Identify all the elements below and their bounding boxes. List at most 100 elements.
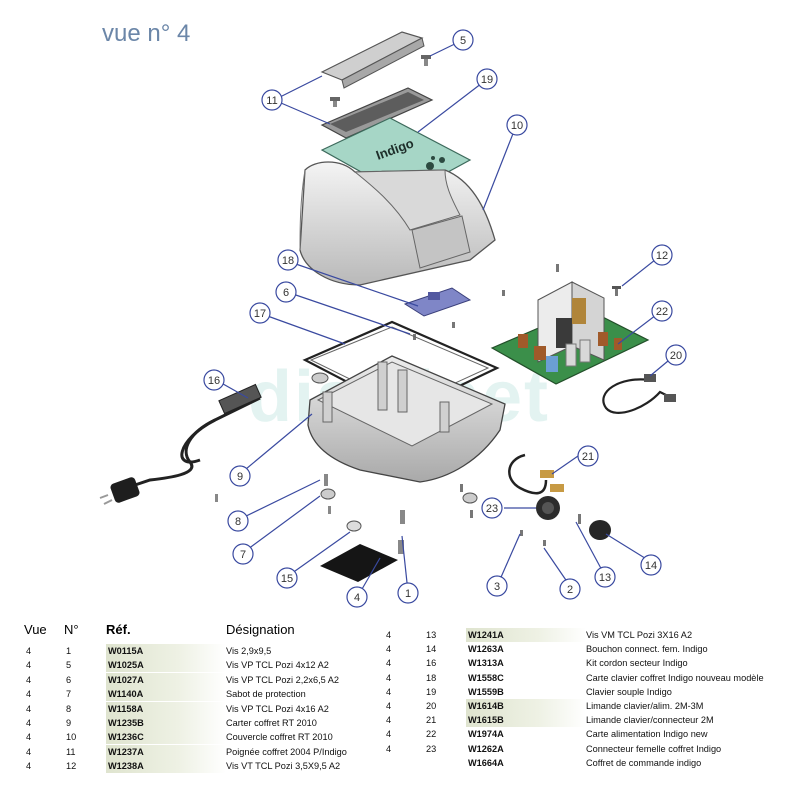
cell-designation: Vis VP TCL Pozi 4x16 A2 [226, 703, 329, 714]
cell-vue: 4 [26, 761, 32, 772]
callout-19: 19 [476, 68, 498, 90]
screw-5 [421, 55, 431, 66]
cell-vue: 4 [386, 644, 392, 655]
screw-13 [578, 514, 581, 524]
cell-ref: W1615B [466, 713, 586, 728]
cell-ref: W1614B [466, 699, 586, 713]
cell-vue: 4 [26, 660, 32, 671]
svg-text:11: 11 [266, 95, 277, 107]
callout-7: 7 [232, 543, 254, 565]
cell-no: 9 [66, 718, 72, 728]
cell-no: 21 [426, 715, 437, 726]
callout-18: 18 [277, 249, 299, 271]
cell-designation: Carte alimentation Indigo new [586, 729, 708, 740]
svg-text:15: 15 [281, 573, 293, 585]
cell-vue: 4 [386, 701, 392, 711]
callout-15: 15 [276, 567, 298, 589]
screw-12 [612, 286, 621, 296]
plug [99, 477, 140, 505]
foot-7 [320, 488, 336, 500]
cell-designation: Kit cordon secteur Indigo [586, 658, 688, 669]
cell-designation: Vis VT TCL Pozi 3,5X9,5 A2 [226, 761, 341, 772]
cell-designation: Limande clavier/alim. 2M-3M [586, 701, 704, 711]
svg-text:13: 13 [599, 572, 611, 584]
svg-text:17: 17 [254, 308, 266, 320]
svg-text:12: 12 [656, 250, 668, 262]
cell-designation: Sabot de protection [226, 689, 306, 700]
cell-no: 23 [426, 743, 437, 754]
foot-15 [346, 520, 362, 532]
cell-designation: Couvercle coffret RT 2010 [226, 732, 333, 743]
leader-lines [215, 39, 675, 597]
header-no: N° [64, 622, 79, 637]
screw-13c [520, 530, 523, 536]
cell-no: 5 [66, 660, 72, 671]
header-vue: Vue [24, 622, 47, 637]
svg-text:20: 20 [670, 350, 682, 362]
cell-ref: W0115A [106, 644, 226, 658]
cell-designation: Vis VM TCL Pozi 3X16 A2 [586, 630, 693, 640]
svg-text:16: 16 [208, 375, 220, 387]
callout-4: 4 [346, 586, 368, 608]
screw-top-2 [330, 97, 340, 107]
power-board [490, 281, 650, 385]
callout-5: 5 [452, 29, 474, 51]
cell-no: 20 [426, 701, 437, 711]
screw-left [215, 494, 218, 502]
cell-no: 7 [66, 689, 72, 700]
screw-12b [556, 264, 559, 272]
power-cord [99, 383, 262, 505]
cell-vue: 4 [26, 689, 32, 700]
cell-ref: W1158A [106, 701, 226, 716]
handle-cover [320, 31, 425, 89]
cap-14 [589, 520, 611, 540]
ribbon-20 [602, 374, 676, 414]
cell-no: 8 [66, 703, 72, 714]
cell-ref: W1238A [106, 759, 226, 774]
base-housing [307, 355, 506, 483]
handle-base [320, 87, 434, 139]
screw-misc [460, 484, 473, 518]
svg-text:7: 7 [240, 549, 246, 561]
callout-8: 8 [227, 510, 249, 532]
cell-designation: Carter coffret RT 2010 [226, 718, 317, 728]
svg-text:6: 6 [283, 287, 289, 299]
cell-no: 16 [426, 658, 437, 669]
svg-text:8: 8 [235, 516, 241, 528]
cell-ref: W1558C [468, 672, 504, 683]
callout-12: 12 [651, 244, 673, 266]
cover-shell [299, 161, 496, 286]
callout-1: 1 [397, 582, 419, 604]
svg-text:18: 18 [282, 255, 294, 267]
cell-ref: W1027A [106, 672, 226, 687]
cell-ref: W1313A [468, 658, 504, 669]
cell-ref: W1263A [468, 644, 504, 655]
callout-11: 11 [261, 89, 283, 111]
callout-3: 3 [486, 575, 508, 597]
cell-designation: Connecteur femelle coffret Indigo [586, 743, 722, 754]
cell-vue: 4 [26, 703, 32, 714]
cell-designation: Vis VP TCL Pozi 4x12 A2 [226, 660, 329, 671]
svg-text:21: 21 [582, 451, 594, 463]
cell-ref: W1974A [468, 729, 504, 740]
cell-designation: Carte clavier coffret Indigo nouveau mod… [586, 672, 764, 683]
header-ref: Réf. [106, 622, 131, 637]
screw-6b [452, 322, 455, 328]
cell-no: 11 [66, 746, 76, 757]
cell-no: 19 [426, 686, 437, 697]
cell-no: 18 [426, 672, 437, 683]
cell-ref: W1559B [468, 686, 504, 697]
callout-6: 6 [275, 281, 297, 303]
protective-pad [320, 544, 398, 582]
